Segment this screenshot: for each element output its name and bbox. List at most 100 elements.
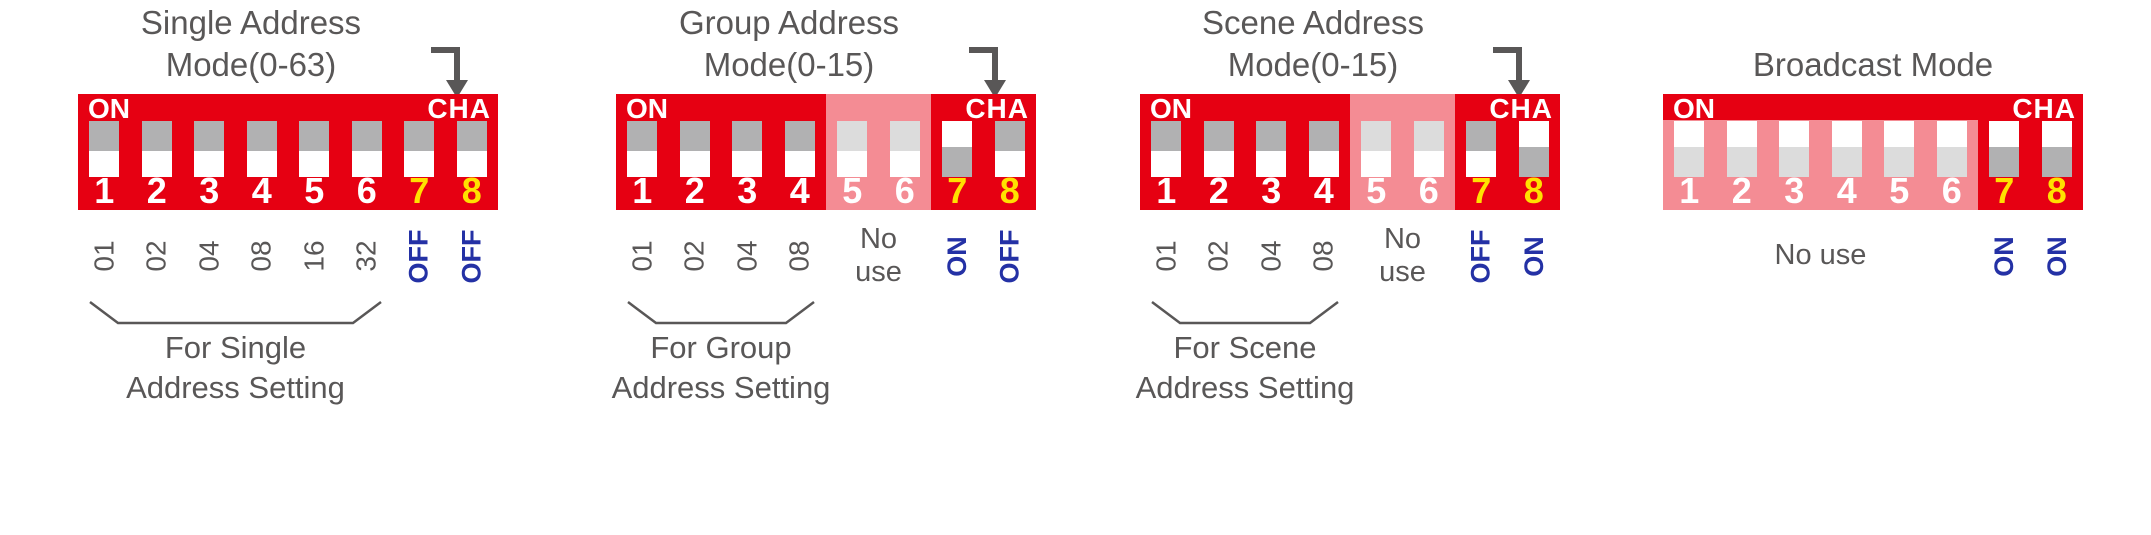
- dip-switch-8: 8: [2031, 94, 2084, 210]
- switch-number: 4: [789, 170, 810, 211]
- grouping-bracket: [89, 301, 382, 325]
- dip-switch-7: 7: [393, 94, 446, 210]
- value-label-text: ON: [2041, 235, 2072, 277]
- bracket-caption-line: Address Setting: [611, 370, 831, 406]
- dip-switch-3: 3: [1245, 94, 1298, 210]
- mode-title-text: Single Address Mode(0-63): [78, 2, 424, 86]
- switch-number: 3: [1261, 170, 1282, 211]
- value-label-col3: 04: [721, 214, 774, 298]
- switch-knob: [1256, 151, 1287, 177]
- dip-switch-3: 3: [721, 94, 774, 210]
- bent-arrow-icon: [969, 47, 1006, 98]
- grouping-bracket: [1151, 301, 1339, 325]
- on-label: ON: [1673, 93, 1715, 124]
- value-label-col7: ON: [931, 214, 984, 298]
- mode-title: Single Address Mode(0-63): [78, 0, 498, 98]
- switch-number: 7: [1994, 170, 2015, 211]
- switch-slider: [1256, 121, 1287, 177]
- on-label: ON: [88, 93, 130, 124]
- switch-slider: [1203, 121, 1234, 177]
- switch-knob: [1989, 121, 2020, 147]
- bracket-area: [1663, 298, 2083, 458]
- switch-slider: [141, 121, 172, 177]
- value-label-col4: 08: [774, 214, 827, 298]
- no-use-label-line: No: [859, 222, 898, 255]
- no-use-label-line: use: [855, 256, 902, 288]
- switch-slider: [2041, 121, 2072, 177]
- value-label-text: OFF: [403, 229, 434, 283]
- switch-number: 2: [1208, 170, 1229, 211]
- on-label: ON: [1150, 93, 1192, 124]
- value-label-text: ON: [1988, 235, 2019, 277]
- value-label-col4: 08: [1298, 214, 1351, 298]
- switch-slider: [246, 121, 277, 177]
- switch-knob: [404, 151, 435, 177]
- bracket-caption-line: For Single: [164, 330, 307, 365]
- switch-knob: [732, 151, 763, 177]
- panel-scene-address-mode: Scene Address Mode(0-15) ON CHA 12345678…: [1136, 0, 1560, 458]
- value-label-col8: ON: [1508, 214, 1561, 298]
- switch-slider: [1466, 121, 1497, 177]
- dip-switch-5: 5: [288, 94, 341, 210]
- value-label-col7: OFF: [393, 214, 446, 298]
- dip-switch-8: 8: [1508, 94, 1561, 210]
- dip-switch-7: 7: [931, 94, 984, 210]
- value-label-text: 32: [350, 240, 382, 272]
- value-label-text: OFF: [456, 229, 487, 283]
- bracket-caption-line: For Scene: [1173, 330, 1317, 365]
- value-label-text: 08: [783, 240, 815, 272]
- switch-knob: [627, 151, 658, 177]
- bracket-caption-line: For Group: [650, 330, 792, 365]
- mode-title-line1: [1663, 2, 2083, 44]
- switch-knob: [942, 121, 973, 147]
- value-label-text: 04: [731, 240, 763, 272]
- switch-slider: [942, 121, 973, 177]
- switch-knob: [351, 151, 382, 177]
- switch-slider: [194, 121, 225, 177]
- switch-slider: [456, 121, 487, 177]
- value-label-text: ON: [1518, 235, 1549, 277]
- no-use-fade-overlay: [1663, 120, 1978, 210]
- switch-knob: [141, 151, 172, 177]
- dip-switch-7: 7: [1978, 94, 2031, 210]
- no-use-label-line: use: [1379, 256, 1426, 288]
- mode-title-line2: Mode(0-63): [165, 46, 337, 83]
- value-label-text: 01: [1150, 240, 1182, 272]
- dip-switch-3: 3: [183, 94, 236, 210]
- switch-knob: [246, 151, 277, 177]
- switch-slider: [994, 121, 1025, 177]
- no-use-label: No use: [1663, 214, 1978, 298]
- mode-title-line2: Mode(0-15): [703, 46, 875, 83]
- value-label-text: 08: [1307, 240, 1339, 272]
- value-label-col6: 32: [341, 214, 394, 298]
- value-label-col4: 08: [236, 214, 289, 298]
- switch-number: 7: [1471, 170, 1492, 211]
- grouping-bracket: [627, 301, 815, 325]
- switch-knob: [1518, 121, 1549, 147]
- dip-switch-4: 4: [1298, 94, 1351, 210]
- switch-number: 3: [737, 170, 758, 211]
- dip-switch-8: 8: [984, 94, 1037, 210]
- mode-title-line1: Group Address: [678, 4, 900, 41]
- mode-title: Scene Address Mode(0-15): [1140, 0, 1560, 98]
- switch-number: 1: [632, 170, 653, 211]
- switch-number: 8: [461, 170, 482, 211]
- no-use-label-line: No use: [1774, 239, 1867, 272]
- switch-slider: [732, 121, 763, 177]
- value-label-text: 02: [140, 240, 172, 272]
- switch-knob: [2041, 121, 2072, 147]
- value-label-text: 04: [1255, 240, 1287, 272]
- dip-switch-2: 2: [669, 94, 722, 210]
- switch-knob: [1203, 151, 1234, 177]
- switch-number: 7: [947, 170, 968, 211]
- mode-title-line2: Mode(0-15): [1227, 46, 1399, 83]
- value-label-col1: 01: [78, 214, 131, 298]
